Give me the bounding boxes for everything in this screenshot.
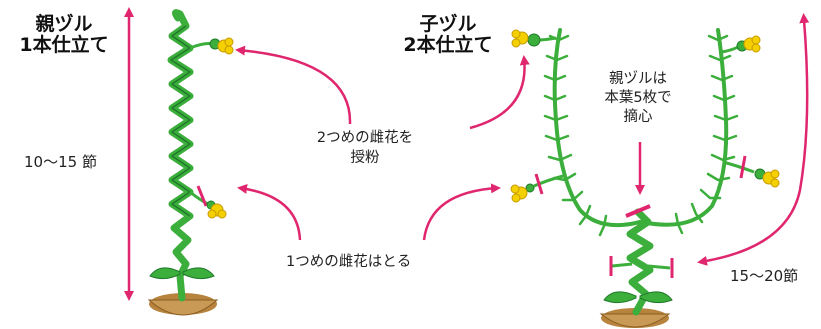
right-title: 子ヅル 2本仕立て bbox=[378, 14, 518, 56]
child-vine-left bbox=[552, 28, 642, 228]
second-flower-note: 2つめの雌花を 授粉 bbox=[298, 128, 432, 168]
cut-mark bbox=[534, 173, 544, 195]
flower-icon bbox=[511, 29, 529, 48]
flower-icon bbox=[217, 37, 234, 55]
left-title-line1: 親ヅル bbox=[35, 13, 93, 35]
cut-mark bbox=[196, 185, 208, 207]
left-measure-label: 10～15 節 bbox=[24, 153, 97, 171]
arrow-to-right-first-flower bbox=[422, 183, 501, 241]
left-title: 親ヅル 1本仕立て bbox=[4, 14, 124, 56]
pinch-note-line3: 摘心 bbox=[623, 109, 653, 125]
first-flower-note: 1つめの雌花はとる bbox=[286, 254, 412, 270]
pinch-mark bbox=[625, 204, 651, 218]
arrow-to-left-second-flower bbox=[235, 45, 352, 125]
arrow-to-right-second-flower bbox=[469, 55, 530, 130]
right-measure-label: 15～20節 bbox=[730, 267, 799, 285]
left-title-line2: 1本仕立て bbox=[19, 34, 109, 56]
right-main-stem bbox=[626, 208, 654, 316]
pinch-note: 親ヅルは 本葉5枚で 摘心 bbox=[592, 70, 684, 127]
arrow-to-left-first-flower bbox=[237, 184, 302, 241]
flower-icon bbox=[510, 184, 528, 203]
right-measure-arrow bbox=[697, 13, 810, 266]
left-plant bbox=[147, 9, 234, 316]
second-flower-note-line2: 授粉 bbox=[350, 150, 380, 166]
second-flower-note-line1: 2つめの雌花を bbox=[316, 130, 414, 146]
flower-icon bbox=[743, 35, 761, 53]
flower-icon bbox=[207, 203, 227, 219]
right-title-line2: 2本仕立て bbox=[403, 34, 493, 56]
cut-mark bbox=[739, 155, 747, 179]
child-vine-right bbox=[640, 28, 729, 227]
pinch-note-line1: 親ヅルは bbox=[609, 71, 667, 87]
flower-icon bbox=[762, 169, 780, 188]
right-title-line1: 子ヅル bbox=[419, 13, 477, 35]
pinch-note-line2: 本葉5枚で bbox=[604, 90, 672, 106]
